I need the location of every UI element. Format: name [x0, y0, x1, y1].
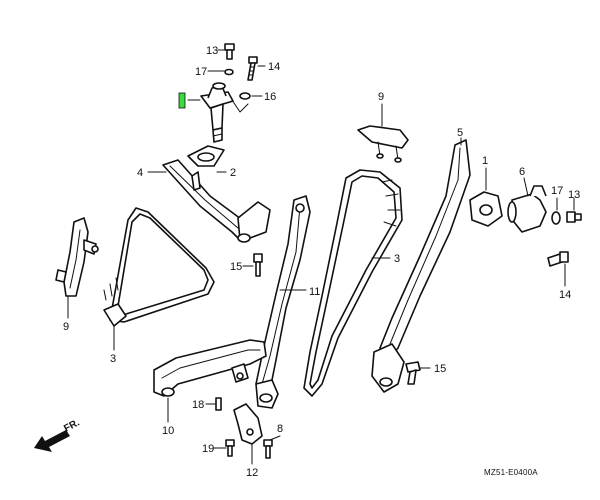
- callout-18: 18: [192, 399, 204, 411]
- callout-8: 8: [277, 423, 283, 435]
- tensioner-guide-long: [371, 137, 471, 393]
- tensioner-assembly-top: [178, 43, 266, 167]
- callout-10: 10: [162, 425, 174, 437]
- cam-chain-guide-11: [255, 195, 311, 409]
- cam-chain-left: [103, 207, 215, 351]
- callout-6: 6: [519, 166, 525, 178]
- callout-13-top: 13: [206, 45, 218, 57]
- front-direction-indicator: FR.: [34, 417, 82, 452]
- front-arrow-icon: [34, 430, 70, 452]
- callout-3-right: 3: [394, 253, 400, 265]
- callout-16: 16: [264, 91, 276, 103]
- highlight-marker: [178, 92, 186, 109]
- callout-3-left: 3: [110, 353, 116, 365]
- callout-17-right: 17: [551, 185, 563, 197]
- callout-labels: 13 17 14 16 9 5 4 2 1 6 17 13 14 3 15 11…: [63, 45, 580, 479]
- front-label: FR.: [62, 417, 82, 434]
- chain-guide-bracket-left: [55, 217, 99, 319]
- cam-chain-guide-lower: [153, 339, 267, 423]
- callout-2: 2: [230, 167, 236, 179]
- callout-19: 19: [202, 443, 214, 455]
- callout-12: 12: [246, 467, 258, 479]
- callout-14-right: 14: [559, 289, 571, 301]
- callout-9-left: 9: [63, 321, 69, 333]
- callout-15-left: 15: [230, 261, 242, 273]
- small-parts-bottom: [205, 397, 281, 465]
- chain-guide-bracket-upper: [357, 103, 409, 163]
- callout-17-top: 17: [195, 66, 207, 78]
- tensioner-lifter-right: [469, 167, 582, 287]
- callout-5: 5: [457, 127, 463, 139]
- callout-4: 4: [137, 167, 143, 179]
- callout-15-right: 15: [434, 363, 446, 375]
- callout-13-right: 13: [568, 189, 580, 201]
- diagram-code: MZ51-E0400A: [484, 468, 538, 477]
- callout-9-top: 9: [378, 91, 384, 103]
- callout-14-top: 14: [268, 61, 280, 73]
- bolt-15-left: [242, 253, 263, 277]
- callout-1: 1: [482, 155, 488, 167]
- callout-11: 11: [309, 286, 320, 298]
- bolt-15-right: [405, 361, 431, 385]
- cam-chain-right: [303, 169, 403, 397]
- cam-chain-guide-upper: [147, 159, 271, 243]
